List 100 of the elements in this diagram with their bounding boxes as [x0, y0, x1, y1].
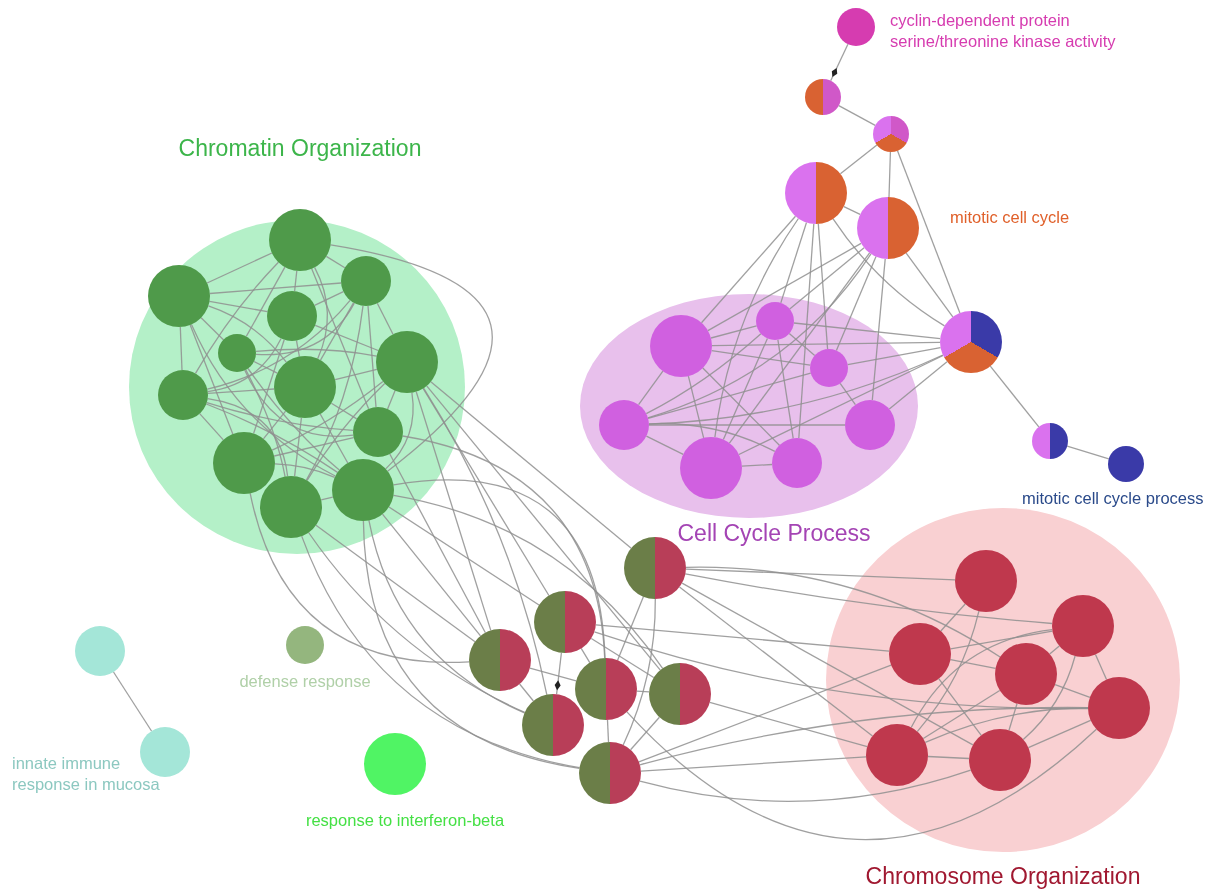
edge-line: [422, 387, 550, 597]
edge-line: [687, 375, 705, 439]
edge-line: [388, 506, 540, 606]
term-label: mitotic cell cycle process: [1022, 488, 1205, 509]
edge-line: [741, 463, 773, 467]
edge-line: [368, 519, 526, 714]
edge-line: [702, 367, 781, 446]
node-circle: [140, 727, 190, 777]
edge-line: [835, 255, 877, 352]
edge-line: [179, 326, 183, 371]
edge-line: [392, 479, 606, 659]
node-circle: [649, 663, 711, 725]
edge-line: [843, 205, 861, 216]
edge-line: [200, 317, 225, 341]
edge-line: [711, 341, 941, 347]
edge-line: [798, 223, 815, 439]
cluster-title: Chromosome Organization: [865, 862, 1141, 890]
node-circle: [805, 79, 841, 115]
edge-line: [949, 659, 997, 669]
edge-line: [206, 252, 273, 284]
term-label: cyclin-dependent protein serine/threonine kinase activity: [890, 10, 1117, 53]
edge-line: [626, 711, 1098, 841]
edge-line: [422, 387, 548, 696]
edge-line: [924, 707, 1089, 744]
edge-line: [314, 324, 379, 352]
edge-line: [922, 689, 1001, 740]
edge-line: [244, 369, 354, 437]
term-label: innate immune response in mucosa: [12, 753, 161, 796]
edge-line: [313, 291, 345, 306]
edge-line: [319, 302, 355, 361]
node-circle: [1108, 446, 1144, 482]
edge-line: [305, 305, 364, 481]
edge-line: [329, 244, 493, 472]
edge-line: [271, 380, 384, 451]
node-circle: [575, 658, 637, 720]
edge-line: [255, 302, 355, 356]
node-circle: [837, 8, 875, 46]
edge-line: [313, 266, 328, 360]
edge-line: [273, 436, 355, 457]
edge-line: [205, 403, 339, 474]
edge-line: [637, 370, 664, 406]
edge-line: [700, 215, 797, 324]
edge-line: [206, 299, 351, 390]
node-circle: [785, 162, 847, 224]
edge-line: [832, 218, 946, 327]
edge-line: [728, 252, 871, 444]
edge-line: [817, 223, 829, 350]
edge-line: [888, 151, 892, 198]
edge-line: [245, 266, 286, 338]
edge-line: [722, 337, 769, 441]
edge-line: [325, 255, 346, 269]
edge-line: [381, 513, 482, 637]
edge-line: [938, 678, 982, 736]
edge-line: [307, 531, 526, 714]
edge-line: [780, 221, 808, 304]
edge-line: [940, 603, 966, 632]
cluster-title: Cell Cycle Process: [677, 519, 871, 547]
node-circle: [75, 626, 125, 676]
term-label: defense response: [238, 671, 372, 692]
edge-line: [788, 332, 816, 357]
edge-line: [684, 573, 1053, 625]
edge-line: [262, 410, 287, 440]
edge-line: [871, 258, 886, 401]
edge-line: [639, 769, 972, 802]
edge-line: [247, 367, 340, 471]
edge-line: [208, 300, 269, 313]
edge-line: [199, 412, 224, 441]
term-label: response to interferon-beta: [304, 810, 506, 831]
edge-line: [274, 463, 336, 479]
edge-line: [330, 402, 358, 420]
node-circle: [940, 311, 1002, 373]
edge-line: [529, 667, 577, 682]
edge-line: [711, 349, 811, 366]
edge-line: [1094, 653, 1108, 681]
edge-line: [685, 566, 1001, 658]
edge-line: [306, 382, 386, 482]
edge-line: [839, 382, 857, 406]
edge-line: [189, 324, 234, 435]
edge-line: [249, 492, 470, 663]
edge-line: [194, 261, 280, 374]
edge-line: [253, 360, 278, 374]
edge-line: [362, 520, 580, 770]
edge-line: [685, 568, 956, 581]
edge-line: [678, 586, 874, 737]
edge-line: [707, 242, 862, 332]
edge-line: [1022, 655, 1076, 741]
edge-line: [949, 630, 1054, 650]
node-circle: [857, 197, 919, 259]
edge-line: [207, 388, 275, 395]
edge-line: [710, 325, 758, 339]
edge-line: [426, 385, 661, 671]
edge-line: [1054, 683, 1091, 699]
edge-line: [392, 494, 664, 670]
edge-line: [647, 372, 812, 419]
edge-line: [916, 610, 980, 733]
edge-line: [430, 381, 632, 549]
edge-line: [293, 417, 303, 477]
edge-line: [389, 453, 487, 634]
edge-line: [385, 391, 414, 470]
edge-line: [839, 144, 878, 175]
